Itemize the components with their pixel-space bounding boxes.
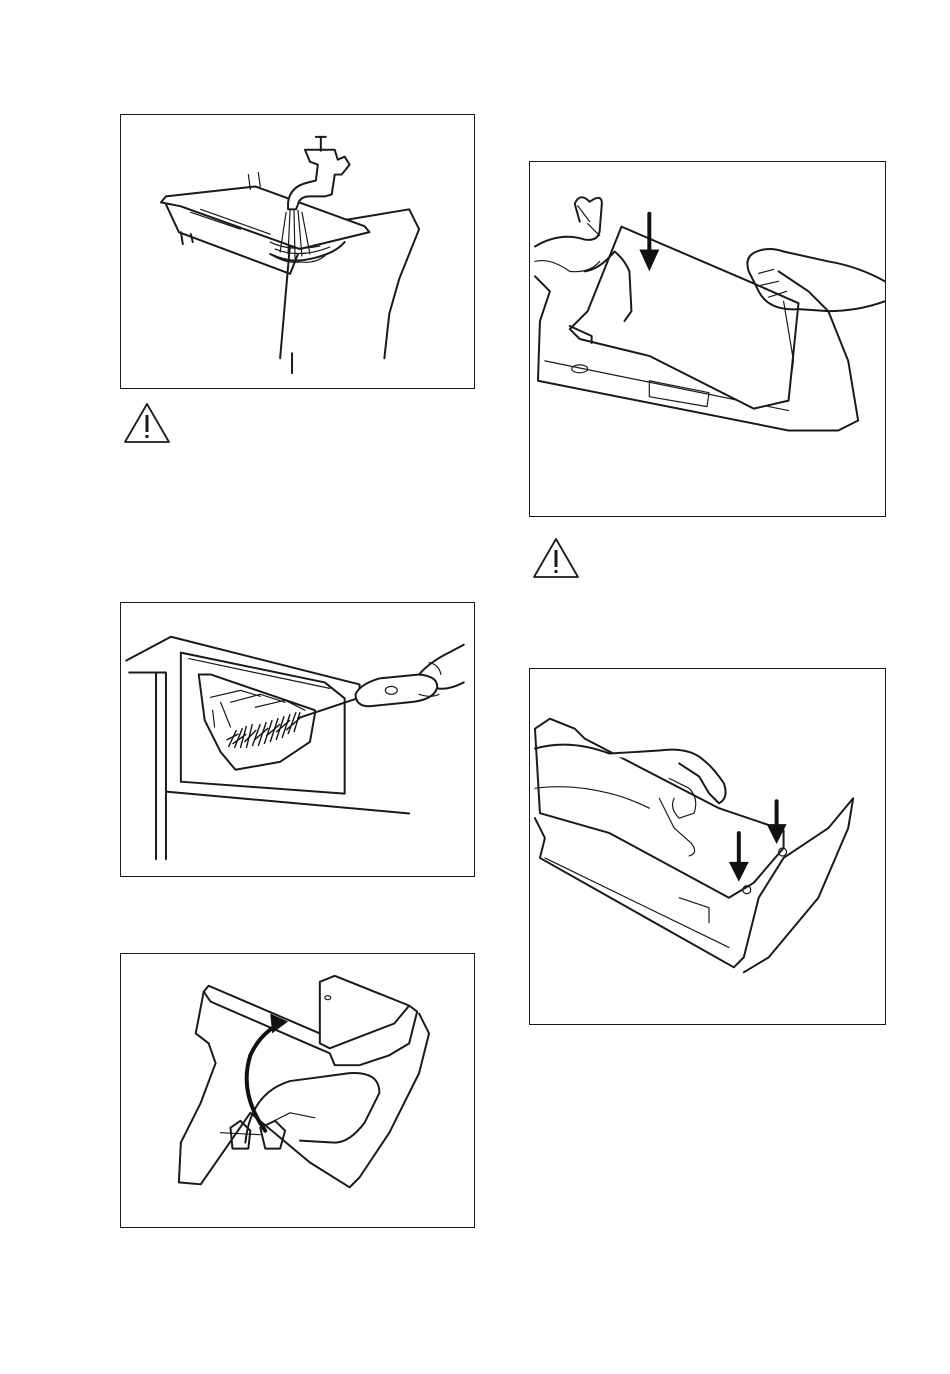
illustration-hands-flap [530,162,885,516]
illustration-brush-recess [121,603,474,876]
warning-triangle-icon [532,537,580,579]
illustration-cover-arrow [121,954,474,1227]
warning-triangle-icon [123,402,171,444]
figure-clean-recess [120,602,475,877]
illustration-hand-press [530,669,885,1024]
illustration-tap-dispenser [121,115,474,388]
figure-insert-flap [529,161,886,517]
figure-press-flap [529,668,886,1025]
figure-rinse-dispenser [120,114,475,389]
figure-lift-cover [120,953,475,1228]
